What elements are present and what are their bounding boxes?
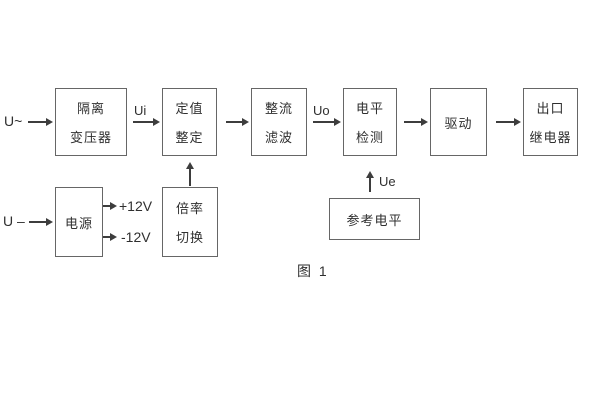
block-setting-adjustment: 定值 整定 xyxy=(162,88,217,156)
figure-caption: 图 1 xyxy=(297,263,329,279)
block-label: 变压器 xyxy=(69,129,112,145)
arrow-reference-to-detect xyxy=(366,171,374,192)
label-input-dc: U – xyxy=(3,213,25,229)
block-reference-level: 参考电平 xyxy=(329,198,420,240)
block-label: 驱动 xyxy=(444,115,473,131)
arrow-input-ac xyxy=(28,118,53,126)
label-ue: Ue xyxy=(379,174,396,189)
block-label: 电平 xyxy=(355,101,384,117)
arrow-ui xyxy=(133,118,160,126)
block-rectifier-filter: 整流 滤波 xyxy=(251,88,307,156)
arrow-input-dc xyxy=(29,218,53,226)
block-label: 电源 xyxy=(64,215,93,231)
block-label: 整定 xyxy=(175,129,204,145)
label-minus-12v: -12V xyxy=(121,229,151,245)
label-uo: Uo xyxy=(313,103,330,118)
arrow-ratio-to-setting xyxy=(186,162,194,186)
block-output-relay: 出口 继电器 xyxy=(523,88,578,156)
arrow-setting-to-rectifier xyxy=(226,118,249,126)
arrow-uo xyxy=(313,118,341,126)
block-label: 参考电平 xyxy=(346,212,403,228)
block-power-supply: 电源 xyxy=(55,187,103,257)
block-label: 定值 xyxy=(175,101,204,117)
block-label: 切换 xyxy=(175,230,204,245)
block-label: 倍率 xyxy=(175,201,204,216)
block-label: 整流 xyxy=(264,101,293,117)
block-isolation-transformer: 隔离 变压器 xyxy=(55,88,127,156)
block-label: 检测 xyxy=(355,129,384,145)
label-input-ac: U~ xyxy=(4,113,23,129)
arrow-minus-12v xyxy=(103,233,117,241)
label-plus-12v: +12V xyxy=(119,198,153,214)
arrow-plus-12v xyxy=(103,202,117,210)
block-drive: 驱动 xyxy=(430,88,487,156)
block-label: 滤波 xyxy=(264,129,293,145)
block-label: 出口 xyxy=(536,101,565,117)
block-label: 隔离 xyxy=(76,101,105,117)
arrow-detect-to-drive xyxy=(404,118,428,126)
label-ui: Ui xyxy=(134,103,147,118)
block-label: 继电器 xyxy=(529,129,572,145)
arrow-drive-to-relay xyxy=(496,118,521,126)
block-ratio-switch: 倍率 切换 xyxy=(162,187,218,257)
block-level-detection: 电平 检测 xyxy=(343,88,397,156)
